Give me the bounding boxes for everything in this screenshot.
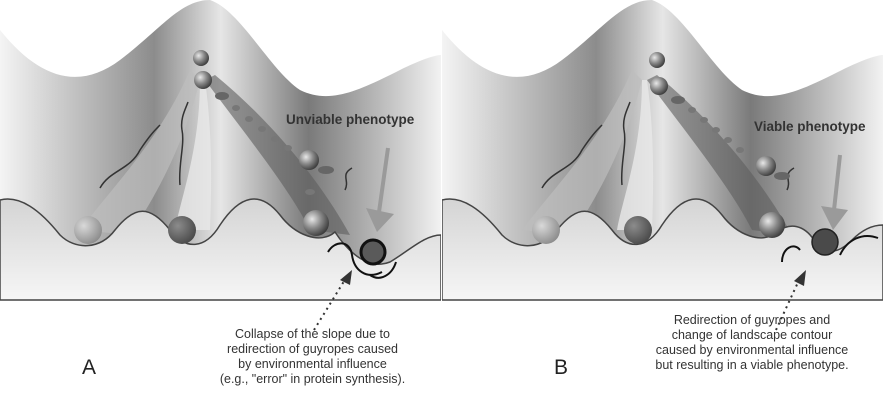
panel-letter-b: B bbox=[554, 356, 568, 380]
caption-line: by environmental influence bbox=[190, 357, 435, 372]
caption-line: (e.g., "error" in protein synthesis). bbox=[190, 372, 435, 387]
caption-b: Redirection of guyropes and change of la… bbox=[622, 313, 882, 373]
panel-b: Viable phenotype B Redirection of guyrop… bbox=[442, 0, 883, 410]
caption-line: but resulting in a viable phenotype. bbox=[622, 358, 882, 373]
callout-unviable-phenotype: Unviable phenotype bbox=[286, 112, 414, 127]
caption-line: caused by environmental influence bbox=[622, 343, 882, 358]
viable-ball bbox=[812, 229, 838, 255]
panel-letter-a: A bbox=[82, 356, 96, 380]
caption-line: change of landscape contour bbox=[622, 328, 882, 343]
caption-line: Collapse of the slope due to bbox=[190, 327, 435, 342]
caption-line: redirection of guyropes caused bbox=[190, 342, 435, 357]
panel-a: Unviable phenotype A Collapse of the slo… bbox=[0, 0, 441, 410]
unviable-ball bbox=[361, 240, 385, 264]
caption-a: Collapse of the slope due to redirection… bbox=[190, 327, 435, 387]
callout-viable-phenotype: Viable phenotype bbox=[754, 119, 866, 134]
caption-line: Redirection of guyropes and bbox=[622, 313, 882, 328]
